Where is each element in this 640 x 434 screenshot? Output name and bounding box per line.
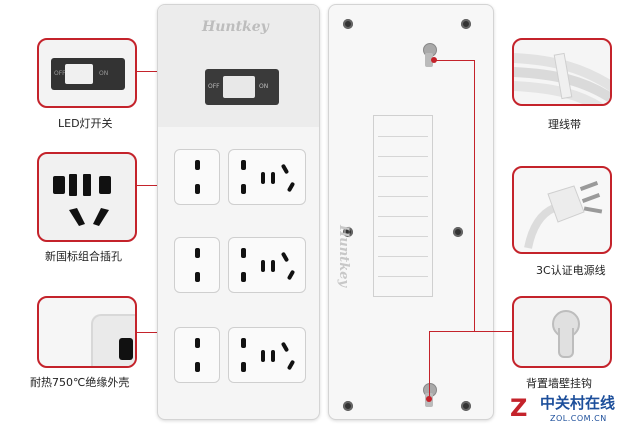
- plug-callout: [512, 166, 612, 254]
- screw-icon: [343, 19, 353, 29]
- wall-hanger-icon: [419, 43, 443, 71]
- brand-logo: Huntkey: [202, 19, 269, 35]
- socket-1-right[interactable]: [228, 149, 306, 205]
- screw-icon: [343, 401, 353, 411]
- hanger-caption: 背置墙壁挂钩: [526, 377, 592, 390]
- socket-1-left[interactable]: [174, 149, 220, 205]
- screw-icon: [343, 227, 353, 237]
- cable-tie-caption: 理线带: [548, 118, 581, 131]
- socket-holes-icon: [53, 174, 111, 226]
- shell-hole-icon: [119, 338, 133, 360]
- power-strip-back: Huntkey: [328, 4, 494, 420]
- screw-icon: [461, 401, 471, 411]
- front-switch-off-label: OFF: [208, 83, 220, 90]
- screw-icon: [453, 227, 463, 237]
- shell-callout: [37, 296, 137, 368]
- socket-caption: 新国标组合插孔: [45, 250, 122, 263]
- led-switch-caption: LED灯开关: [58, 117, 113, 130]
- socket-2-right[interactable]: [228, 237, 306, 293]
- zol-logo-icon: Z: [510, 394, 528, 422]
- switch-off-label: OFF: [54, 70, 66, 77]
- front-switch-on-label: ON: [259, 83, 269, 90]
- led-switch[interactable]: OFF ON: [205, 69, 279, 105]
- socket-callout: [37, 152, 137, 242]
- led-switch-callout: OFF ON: [37, 38, 137, 108]
- back-brand-logo: Huntkey: [336, 225, 351, 288]
- hanger-callout: [512, 296, 612, 368]
- rating-label: [373, 115, 433, 297]
- watermark-name: 中关村在线: [540, 394, 616, 412]
- power-plug-icon: [524, 181, 603, 249]
- socket-3-right[interactable]: [228, 327, 306, 383]
- keyhole-icon: [548, 310, 582, 358]
- power-strip-front: Huntkey OFF ON: [157, 4, 320, 420]
- socket-3-left[interactable]: [174, 327, 220, 383]
- plug-caption: 3C认证电源线: [536, 264, 606, 277]
- screw-icon: [461, 19, 471, 29]
- switch-on-label: ON: [99, 70, 109, 77]
- socket-2-left[interactable]: [174, 237, 220, 293]
- cable-tie-icon: [514, 52, 610, 104]
- shell-caption: 耐热750℃绝缘外壳: [30, 376, 130, 389]
- cable-tie-callout: [512, 38, 612, 106]
- watermark-url: ZOL.COM.CN: [550, 414, 607, 423]
- switch-icon: OFF ON: [51, 58, 125, 90]
